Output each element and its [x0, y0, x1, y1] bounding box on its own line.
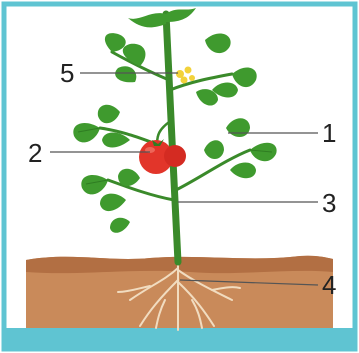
callout-label-4: 4: [322, 270, 336, 300]
flower: [185, 67, 192, 74]
callout-label-5: 5: [60, 58, 74, 88]
flower: [189, 75, 195, 81]
callout-label-3: 3: [322, 188, 336, 218]
frame-bottom-band: [4, 328, 355, 349]
callout-label-2: 2: [28, 138, 42, 168]
tomato: [164, 145, 186, 167]
callout-label-1: 1: [322, 118, 336, 148]
soil: [26, 256, 333, 328]
flower: [181, 77, 188, 84]
